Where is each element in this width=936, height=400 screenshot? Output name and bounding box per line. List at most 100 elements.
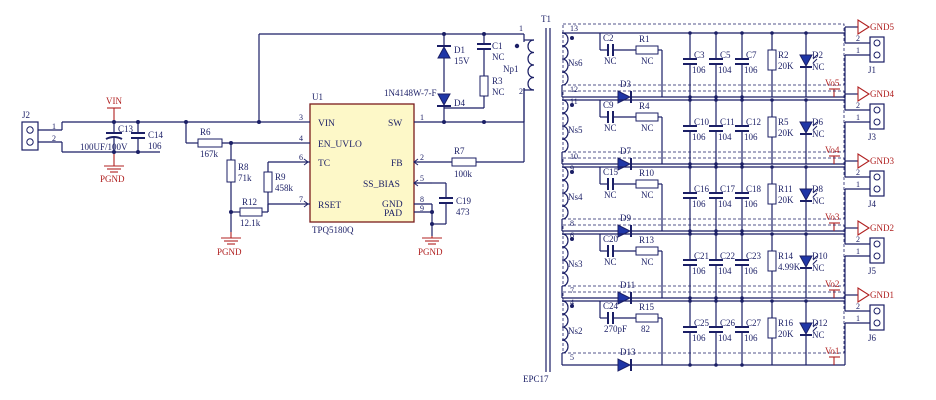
gnd-label: GND3 <box>870 156 894 166</box>
connector-pin1: 1 <box>856 46 860 55</box>
gnd-flag <box>857 286 871 304</box>
t1-label: T1 <box>541 14 551 24</box>
winding-label: Ns5 <box>568 125 583 135</box>
snubber-resistor <box>635 179 659 189</box>
led-label: D12 <box>812 318 828 328</box>
rectifier-diode <box>617 157 632 171</box>
r8-value: 71k <box>238 173 252 183</box>
r9-value: 458k <box>275 183 294 193</box>
resistor-r3 <box>479 75 489 97</box>
output-cap-label: C7 <box>746 50 757 60</box>
output-cap-label: C23 <box>746 251 762 261</box>
load-resistor <box>767 116 777 138</box>
snubber-cap-label: C24 <box>603 301 619 311</box>
winding-pin-top: 13 <box>570 24 578 33</box>
d1-value: 15V <box>454 56 470 66</box>
output-connector <box>869 170 885 197</box>
load-resistor-label: R2 <box>778 50 789 60</box>
winding-pin-bottom: 10 <box>570 152 578 161</box>
winding-pin-bottom2: 9 <box>570 164 574 173</box>
r6-value: 167k <box>200 149 219 159</box>
connector-pin2: 2 <box>856 235 860 244</box>
load-resistor <box>767 250 777 272</box>
primary-label: Np1 <box>503 64 519 74</box>
channel-vo2: Ns374C20NCR13NCD11C21106C22104C23106R144… <box>561 219 894 307</box>
output-cap-value: 104 <box>718 65 732 75</box>
resistor-r7 <box>451 157 477 167</box>
winding-pin-bottom2: 11 <box>570 97 578 106</box>
snubber-cap-value: NC <box>604 190 617 200</box>
connector-pin1: 1 <box>856 113 860 122</box>
ic-pin-gnd: GND <box>382 200 403 210</box>
led-label: D2 <box>812 50 823 60</box>
load-resistor-value: 20K <box>778 329 794 339</box>
connector-pin2: 2 <box>856 34 860 43</box>
snubber-resistor <box>635 246 659 256</box>
pgnd-ic-label: PGND <box>418 247 443 257</box>
output-connector-label: J3 <box>868 132 877 142</box>
gnd-flag <box>857 18 871 36</box>
output-cap-label: C3 <box>694 50 705 60</box>
rectifier-diode-label: D7 <box>620 146 631 156</box>
load-resistor-value: 4.99K <box>778 262 801 272</box>
winding-pin-bottom: 5 <box>570 353 574 362</box>
output-cap-value: 104 <box>718 266 732 276</box>
ic-u1: U1 TPQ5180Q 3 4 6 7 VIN EN_UVLO TC RSET … <box>299 92 443 257</box>
connector-pin2: 2 <box>856 302 860 311</box>
r6-label: R6 <box>200 127 211 137</box>
load-resistor <box>767 317 777 339</box>
output-cap-value: 106 <box>744 65 758 75</box>
rectifier-diode <box>617 224 632 238</box>
output-cap-value: 106 <box>692 333 706 343</box>
snubber-cap-label: C15 <box>603 167 619 177</box>
snubber-res-value: NC <box>641 190 654 200</box>
rectifier-diode-label: D13 <box>620 347 636 357</box>
output-cap-label: C10 <box>694 117 710 127</box>
d4-label: D4 <box>454 98 465 108</box>
led-value: NC <box>812 263 825 273</box>
winding-pin-bottom2: 4 <box>570 298 574 307</box>
output-connector <box>869 304 885 331</box>
j2-pin1: 1 <box>52 122 56 131</box>
gnd-flag <box>857 152 871 170</box>
j2-pin2: 2 <box>52 134 56 143</box>
rectifier-diode-label: D3 <box>620 79 631 89</box>
output-cap-value: 106 <box>692 199 706 209</box>
resistor-r8 <box>226 159 236 183</box>
load-resistor <box>767 49 777 71</box>
snubber-resistor <box>635 45 659 55</box>
output-connector-label: J1 <box>868 65 876 75</box>
load-resistor-value: 20K <box>778 195 794 205</box>
r7-label: R7 <box>454 146 465 156</box>
r3-label: R3 <box>492 76 503 86</box>
resistor-r9 <box>263 171 273 193</box>
r3-value: NC <box>492 87 505 97</box>
winding-pin-bottom2: 6 <box>570 231 574 240</box>
gnd-label: GND1 <box>870 290 894 300</box>
resistor-r12 <box>239 207 263 217</box>
ic-pin4-num: 4 <box>299 134 303 143</box>
connector-pin1: 1 <box>856 247 860 256</box>
gnd-flag <box>857 85 871 103</box>
ic-ref: U1 <box>312 92 323 102</box>
snubber-resistor <box>635 112 659 122</box>
snubber-cap-value: NC <box>604 56 617 66</box>
vo-label: Vo3 <box>825 212 840 222</box>
pgnd-divider-label: PGND <box>217 247 242 257</box>
led-label: D6 <box>812 117 823 127</box>
r12-value: 12.1k <box>240 218 261 228</box>
output-cap-label: C18 <box>746 184 762 194</box>
gnd-label: GND4 <box>870 89 894 99</box>
output-cap-value: 104 <box>718 199 732 209</box>
load-resistor-label: R14 <box>778 251 794 261</box>
ic-pin-en-uvlo: EN_UVLO <box>318 140 362 150</box>
d4-part: 1N4148W-7-F <box>384 88 437 98</box>
output-cap-value: 106 <box>692 132 706 142</box>
vin-label: VIN <box>106 96 122 106</box>
ic-pin-rset: RSET <box>318 201 341 211</box>
pgnd-input-label: PGND <box>100 174 125 184</box>
output-connector <box>869 237 885 264</box>
snubber-cap-label: C20 <box>603 234 619 244</box>
led-value: NC <box>812 129 825 139</box>
